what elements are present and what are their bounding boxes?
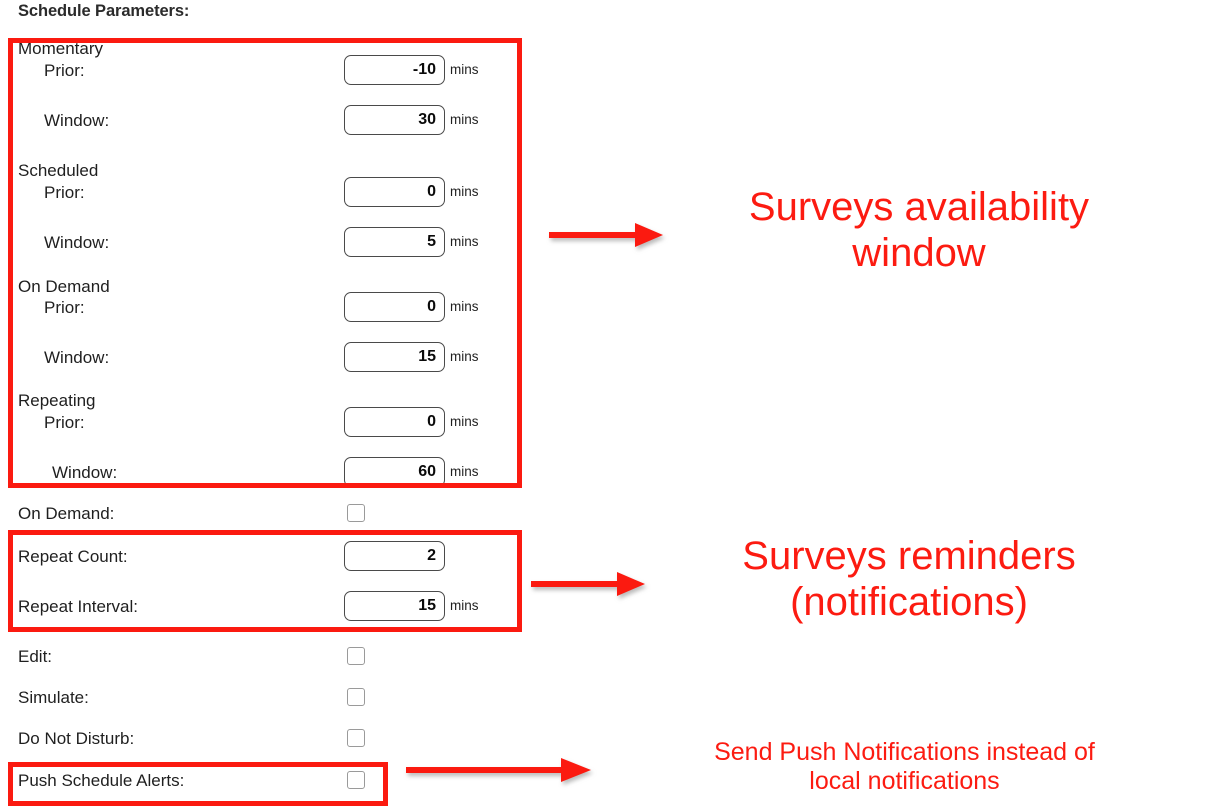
push-schedule-alerts-label: Push Schedule Alerts: xyxy=(18,771,185,790)
schedule-parameters-form: MomentaryPrior:minsWindow:minsScheduledP… xyxy=(0,32,540,798)
ondemand-prior-input[interactable] xyxy=(344,292,445,322)
repeating-group-label-label: Repeating xyxy=(18,391,96,410)
ondemand-group-label-label: On Demand xyxy=(18,277,110,296)
simulate-checkbox[interactable] xyxy=(347,688,365,706)
scheduled-prior-label: Prior: xyxy=(44,183,85,202)
momentary-window-input[interactable] xyxy=(344,105,445,135)
arrow-right-icon-push xyxy=(406,758,591,782)
repeat-count-input[interactable] xyxy=(344,541,445,571)
ondemand-window-input[interactable] xyxy=(344,342,445,372)
momentary-prior-label: Prior: xyxy=(44,61,85,80)
repeat-interval-input[interactable] xyxy=(344,591,445,621)
momentary-window-label: Window: xyxy=(44,111,110,130)
on-demand-checkbox[interactable] xyxy=(347,504,365,522)
repeating-window-input[interactable] xyxy=(344,457,445,487)
momentary-group-label-label: Momentary xyxy=(18,39,104,58)
do-not-disturb-label: Do Not Disturb: xyxy=(18,729,135,748)
arrow-right-icon-availability xyxy=(549,223,663,247)
ondemand-prior-unit-label: mins xyxy=(450,299,479,314)
do-not-disturb-checkbox[interactable] xyxy=(347,729,365,747)
repeat-interval-label: Repeat Interval: xyxy=(18,597,139,616)
repeating-window-unit-label: mins xyxy=(450,464,479,479)
scheduled-prior-input[interactable] xyxy=(344,177,445,207)
scheduled-group-label-label: Scheduled xyxy=(18,161,99,180)
annotation-surveys-availability-window: Surveys availability window xyxy=(748,185,1090,275)
ondemand-prior-label: Prior: xyxy=(44,298,85,317)
scheduled-window-unit-label: mins xyxy=(450,234,479,249)
page-title: Schedule Parameters: xyxy=(18,2,190,20)
edit-label: Edit: xyxy=(18,647,53,666)
momentary-prior-input[interactable] xyxy=(344,55,445,85)
repeating-prior-input[interactable] xyxy=(344,407,445,437)
ondemand-window-label: Window: xyxy=(44,348,110,367)
simulate-label: Simulate: xyxy=(18,688,89,707)
momentary-window-unit-label: mins xyxy=(450,112,479,127)
on-demand-label: On Demand: xyxy=(18,504,115,523)
repeating-prior-label: Prior: xyxy=(44,413,85,432)
ondemand-window-unit-label: mins xyxy=(450,349,479,364)
repeating-prior-unit-label: mins xyxy=(450,414,479,429)
repeat-count-label: Repeat Count: xyxy=(18,547,128,566)
annotation-surveys-reminders: Surveys reminders (notifications) xyxy=(742,534,1076,624)
annotation-push-notifications: Send Push Notifications instead of local… xyxy=(714,738,1095,795)
scheduled-window-label: Window: xyxy=(44,233,110,252)
repeat-interval-unit-label: mins xyxy=(450,598,479,613)
edit-checkbox[interactable] xyxy=(347,647,365,665)
momentary-prior-unit-label: mins xyxy=(450,62,479,77)
repeating-window-label: Window: xyxy=(52,463,118,482)
scheduled-prior-unit-label: mins xyxy=(450,184,479,199)
arrow-right-icon-repeat xyxy=(531,572,645,596)
scheduled-window-input[interactable] xyxy=(344,227,445,257)
push-schedule-alerts-checkbox[interactable] xyxy=(347,771,365,789)
